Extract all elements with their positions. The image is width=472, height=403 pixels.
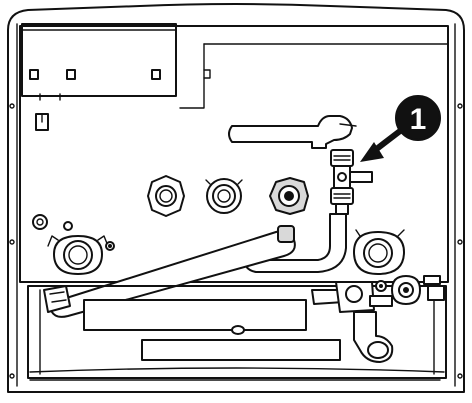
callout-circle <box>395 95 441 141</box>
boiler-outer-casing <box>7 3 465 393</box>
sensor-left <box>32 214 73 231</box>
electronics-box <box>21 23 177 101</box>
fitting-left <box>147 175 185 217</box>
heating-connection-left <box>47 235 115 275</box>
gas-valve-assembly <box>330 149 373 215</box>
diagonal-flow-pipe <box>43 225 296 318</box>
heating-connection-right <box>353 229 405 275</box>
callout-arrow <box>360 125 407 162</box>
fitting-right <box>269 177 309 215</box>
fitting-center <box>205 178 243 214</box>
panel-tab <box>35 113 49 131</box>
lower-housing <box>27 285 447 379</box>
right-valve-cluster <box>311 275 445 363</box>
callout-number: 1 <box>410 103 427 136</box>
inner-panel <box>19 25 449 283</box>
gas-supply-pipe <box>228 115 357 149</box>
callout-badge: 1 <box>395 95 441 141</box>
